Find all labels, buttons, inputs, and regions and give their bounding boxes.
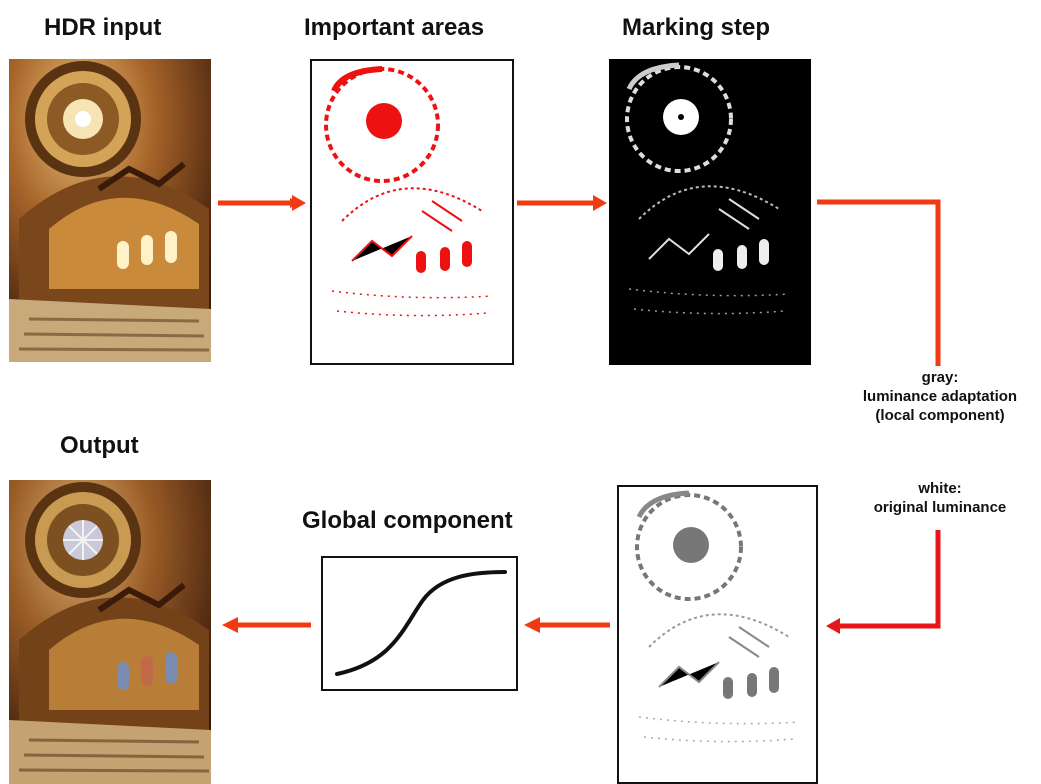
gray-legend-line: (local component): [875, 407, 1005, 424]
hdr-input-title: HDR input: [44, 14, 162, 41]
arrow-left-icon: [524, 617, 540, 633]
global-component-curve: [321, 556, 518, 691]
arrow-right-icon: [593, 195, 607, 211]
gray-legend-line: gray:: [921, 369, 959, 386]
gray-legend: gray: luminance adaptation (local compon…: [840, 368, 1040, 425]
elbow-connector: [836, 530, 941, 629]
important-areas-title: Important areas: [304, 14, 485, 41]
output-title: Output: [60, 432, 139, 459]
s-curve-icon: [335, 570, 507, 676]
arrow-right-icon: [292, 195, 306, 211]
marking-step-image: [609, 59, 811, 365]
output-image: [9, 480, 211, 784]
elbow-connector: [817, 199, 941, 366]
marking-step-title: Marking step: [622, 14, 771, 41]
hdr-input-image: [9, 59, 211, 362]
global-component-title: Global component: [302, 507, 513, 534]
adaptation-map-image: [617, 485, 818, 784]
white-legend: white: original luminance: [840, 479, 1040, 517]
gray-legend-line: luminance adaptation: [862, 388, 1018, 405]
arrow-left-icon: [222, 617, 238, 633]
white-legend-line: original luminance: [873, 499, 1007, 516]
white-legend-line: white:: [918, 480, 962, 497]
arrow-left-icon: [826, 618, 840, 634]
important-areas-image: [310, 59, 514, 365]
